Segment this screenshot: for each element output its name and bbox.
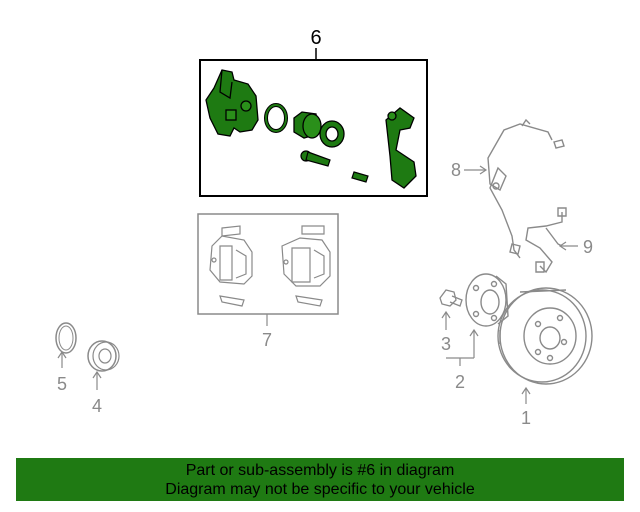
caliper-assembly-group[interactable]: 6 (199, 27, 428, 197)
banner-line-2: Diagram may not be specific to your vehi… (165, 481, 475, 498)
brake-pads-box (197, 213, 339, 315)
guide-pin-bolt (300, 150, 331, 167)
sensor-harness-wire (525, 207, 567, 274)
callout-5-label: 5 (57, 374, 67, 394)
caliper-piston (293, 111, 322, 139)
brake-rotor-group[interactable]: 1 (497, 287, 593, 428)
callout-3-label: 3 (441, 334, 451, 354)
wheel-bearing-group[interactable]: 4 (87, 340, 120, 416)
brake-pad-left (209, 225, 253, 307)
wheel-bearing (87, 340, 117, 372)
callout-6-label: 6 (310, 27, 321, 49)
brake-assembly-diagram: 6 (55, 27, 593, 428)
brake-pads-group[interactable]: 7 (197, 213, 339, 350)
snap-ring-group[interactable]: 5 (55, 322, 77, 394)
banner-line-1: Part or sub-assembly is #6 in diagram (185, 462, 455, 479)
wheel-stud (439, 289, 463, 307)
bleeder-screw (351, 171, 369, 183)
snap-ring (55, 322, 77, 354)
caliper-assembly-box (199, 59, 428, 197)
sensor-harness-group[interactable]: 9 (525, 207, 593, 274)
callout-7-label: 7 (262, 330, 272, 350)
callout-2-label: 2 (455, 372, 465, 392)
abs-sensor-wire (487, 118, 565, 259)
brake-pad-right (281, 225, 331, 307)
brake-rotor (497, 287, 593, 385)
caliper-housing (205, 69, 259, 137)
callout-4-label: 4 (92, 396, 102, 416)
abs-sensor-group[interactable]: 8 (451, 118, 565, 259)
info-banner: Part or sub-assembly is #6 in diagram Di… (16, 458, 624, 501)
piston-boot (319, 120, 345, 148)
callout-8-label: 8 (451, 160, 461, 180)
callout-2-bracket (446, 357, 474, 366)
callout-1-label: 1 (521, 408, 531, 428)
callout-9-label: 9 (583, 237, 593, 257)
wheel-stud-group[interactable]: 3 (439, 289, 463, 354)
caliper-bracket (385, 107, 417, 189)
